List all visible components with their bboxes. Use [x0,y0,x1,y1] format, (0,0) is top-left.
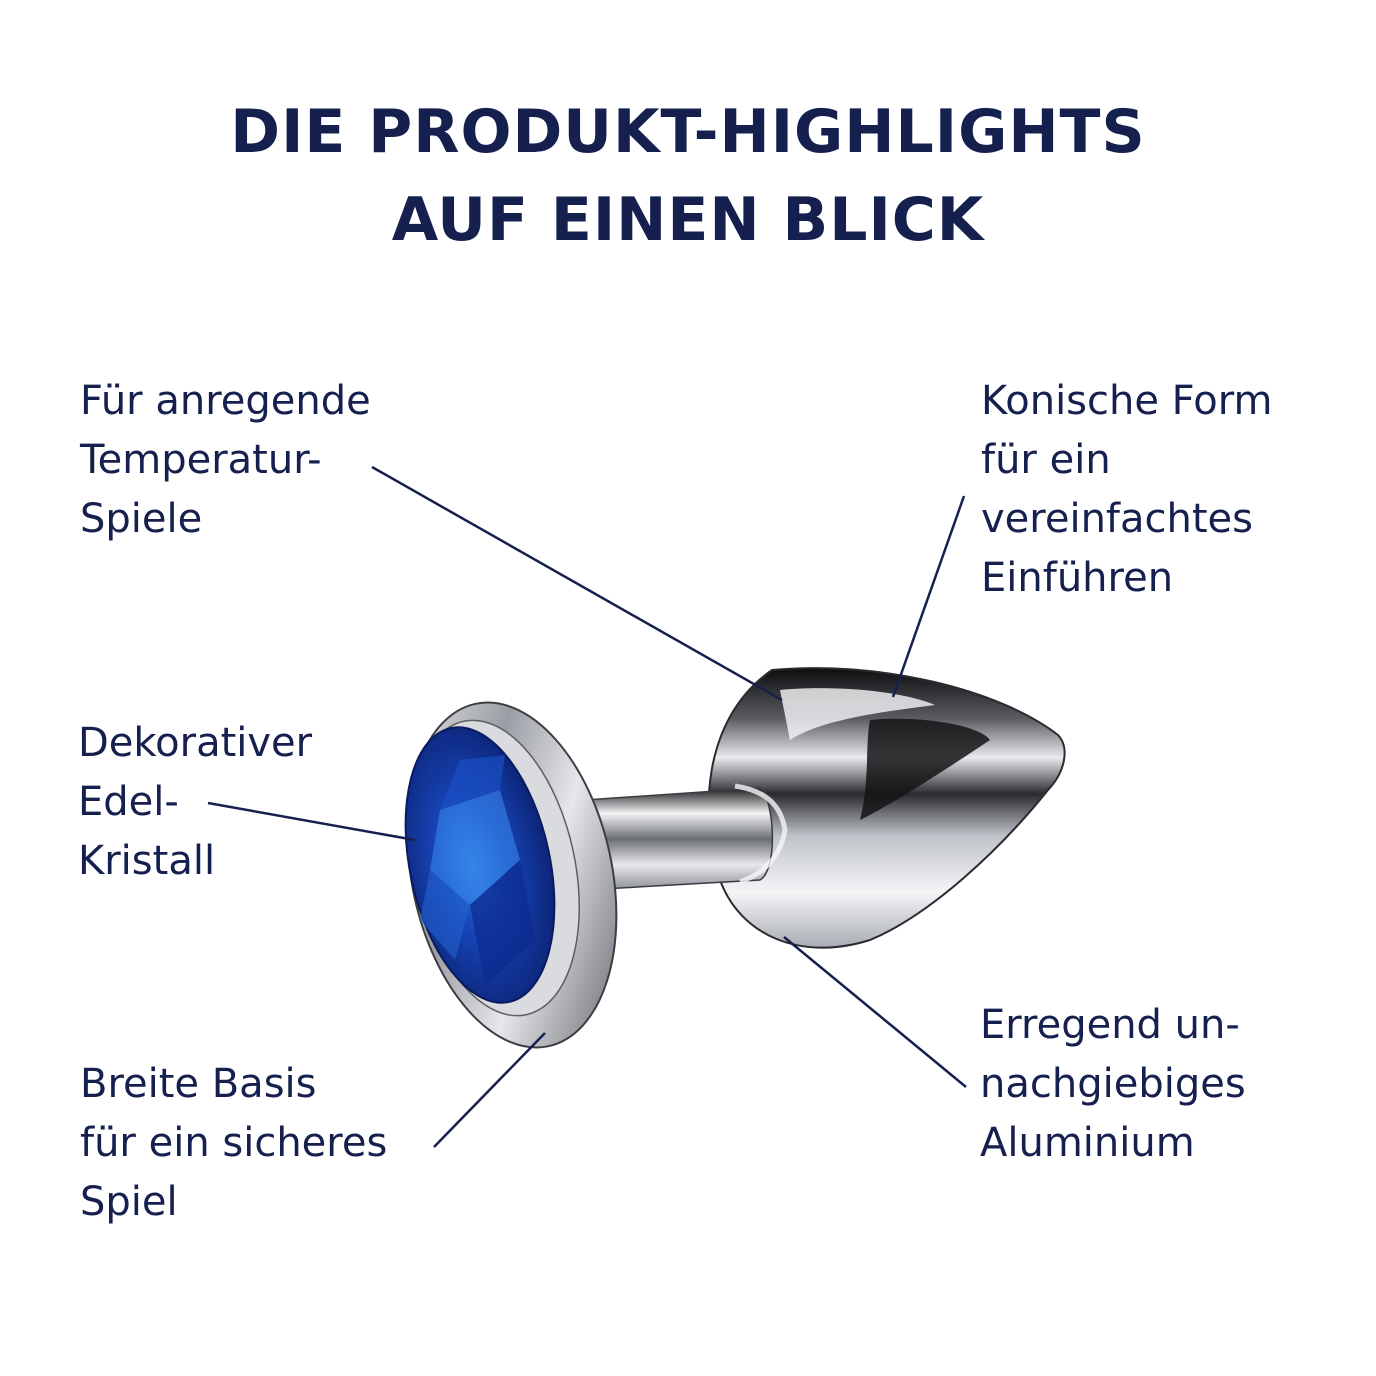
feature-conical-line-4: Einführen [981,555,1174,601]
feature-aluminium-line-3: Aluminium [980,1120,1195,1166]
feature-base-line-3: Spiel [80,1179,178,1225]
feature-conical-line-1: Konische Form [981,378,1273,424]
feature-crystal-line-1: Dekorativer [78,720,313,766]
title-line-2: AUF EINEN BLICK [391,185,985,255]
feature-aluminium-line-1: Erregend un- [980,1002,1240,1048]
feature-aluminium-line-2: nachgiebiges [980,1061,1246,1107]
feature-temperature-line-2: Temperatur- [80,437,322,483]
feature-temperature: Für anregende Temperatur- Spiele [80,372,371,549]
plug-bulb [707,667,1066,949]
feature-temperature-line-1: Für anregende [80,378,371,424]
feature-crystal: Dekorativer Edel- Kristall [78,714,312,891]
feature-conical: Konische Form für ein vereinfachtes Einf… [981,372,1272,608]
feature-base: Breite Basis für ein sicheres Spiel [80,1055,387,1232]
leader-line-base [433,1032,546,1148]
page-title: DIE PRODUKT-HIGHLIGHTS AUF EINEN BLICK [0,88,1376,264]
leader-line-crystal [207,801,416,842]
leader-line-aluminium [783,936,967,1088]
feature-base-line-2: für ein sicheres [80,1120,388,1166]
feature-conical-line-2: für ein [981,437,1111,483]
leader-line-temperature [371,465,783,702]
callout-lines [207,465,967,1148]
feature-base-line-1: Breite Basis [80,1061,317,1107]
feature-aluminium: Erregend un- nachgiebiges Aluminium [980,996,1246,1173]
plug-stem [584,783,788,891]
feature-temperature-line-3: Spiele [80,496,203,542]
crystal-gem [404,726,556,1004]
feature-conical-line-3: vereinfachtes [981,496,1253,542]
title-line-1: DIE PRODUKT-HIGHLIGHTS [230,97,1146,167]
feature-crystal-line-3: Kristall [78,838,216,884]
feature-crystal-line-2: Edel- [78,779,179,825]
leader-line-conical [891,495,966,698]
